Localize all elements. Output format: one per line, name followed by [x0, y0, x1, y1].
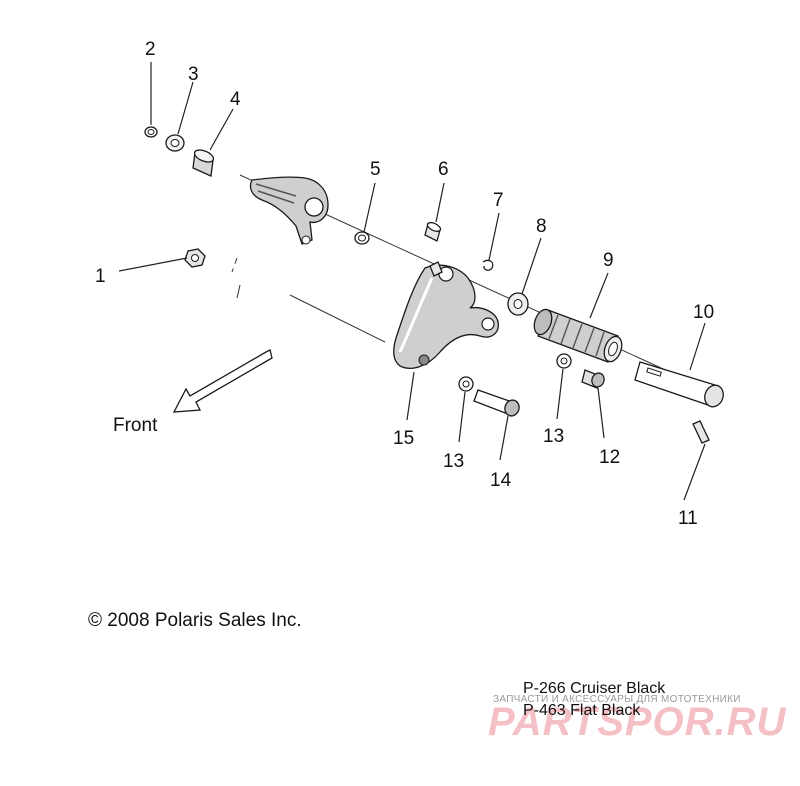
callout-15: 15: [393, 428, 414, 449]
color-note-cruiser-black: P-266 Cruiser Black: [523, 680, 666, 697]
color-note-flat-black: P-463 Flat Black: [523, 702, 641, 719]
part-5-o-ring: [354, 231, 370, 245]
callout-2: 2: [145, 39, 156, 60]
part-13-washer-left: [458, 376, 474, 392]
callout-11: 11: [678, 508, 698, 529]
front-arrow-icon: [172, 349, 273, 413]
callout-14: 14: [490, 470, 512, 491]
callout-7: 7: [493, 190, 504, 211]
callout-6: 6: [438, 159, 449, 180]
part-8-washer: [507, 292, 529, 316]
shift-lever-arm: [249, 176, 329, 245]
part-13-washer-right: [556, 353, 572, 369]
callout-8: 8: [536, 216, 547, 237]
watermark-tagline: ЗАПЧАСТИ И АКСЕССУАРЫ ДЛЯ МОТОТЕХНИКИ: [493, 694, 741, 705]
part-9-footpeg-rubber: [533, 308, 623, 363]
part-1-nut: [184, 248, 206, 268]
part-4-bushing: [192, 149, 215, 177]
part-11-cotter-pin: [692, 420, 710, 444]
part-12-bolt: [581, 369, 605, 389]
callout-12: 12: [599, 447, 620, 468]
callout-3: 3: [188, 64, 199, 85]
callout-5: 5: [370, 159, 381, 180]
copyright-notice: © 2008 Polaris Sales Inc.: [88, 610, 302, 631]
callout-9: 9: [603, 250, 614, 271]
part-14-long-bolt: [473, 389, 520, 417]
part-2-ring: [144, 126, 158, 138]
callout-4: 4: [230, 89, 241, 110]
front-label: Front: [113, 415, 158, 436]
leader-lines: [118, 62, 706, 501]
part-3-washer: [165, 134, 185, 152]
part-7-clip: [482, 259, 494, 271]
callout-13a: 13: [443, 451, 464, 472]
part-6-pin: [424, 222, 442, 242]
part-10-footpeg-pin: [634, 361, 724, 408]
callout-13b: 13: [543, 426, 564, 447]
callout-1: 1: [95, 266, 106, 287]
callout-10: 10: [693, 302, 714, 323]
callout-numbers: 1 2 3 4 5 6 7 8 9 10 11 12 13 13 14 15: [95, 39, 714, 529]
watermark-logo: PARTSPOR.RU: [488, 700, 787, 744]
part-15-bracket: [393, 261, 499, 369]
